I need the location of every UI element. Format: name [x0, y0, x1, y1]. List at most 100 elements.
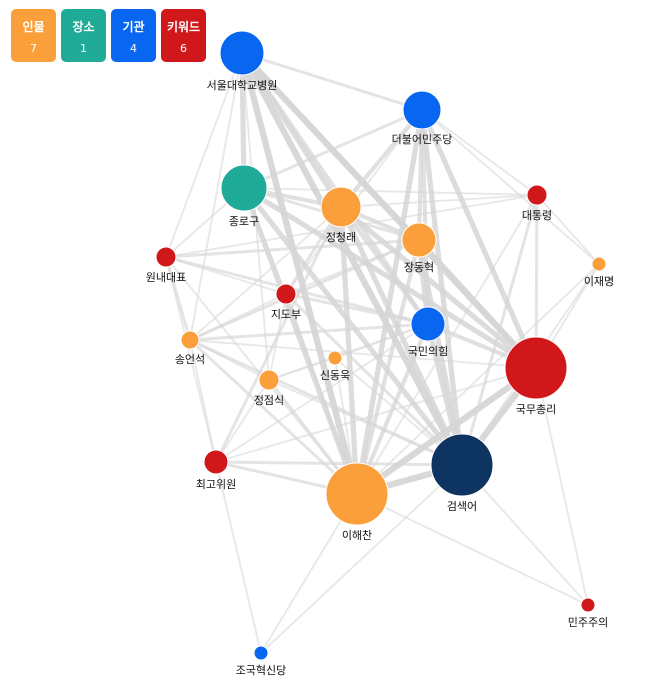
edge-minjoo-lhc	[354, 109, 425, 495]
node-label: 이재명	[584, 275, 614, 288]
edge-ljm-lhc	[356, 263, 600, 495]
node-floor[interactable]: 원내대표	[146, 246, 186, 284]
legend-count: 7	[30, 42, 37, 55]
node-sus[interactable]: 송언석	[175, 330, 205, 366]
node-label: 서울대학교병원	[207, 79, 278, 92]
legend-count: 6	[180, 42, 187, 55]
edge-sus-lhc	[188, 338, 359, 496]
legend-label: 기관	[122, 20, 145, 34]
edge-supreme-search	[215, 460, 463, 467]
edge-jcr-sus	[189, 206, 342, 341]
node-circle[interactable]	[402, 90, 442, 130]
edge-jdh-floor	[165, 238, 420, 259]
node-ljm[interactable]: 이재명	[584, 256, 614, 288]
edge-jdh-sus	[189, 238, 420, 342]
edge-supreme-rebuild	[215, 461, 262, 654]
edge-seoulhosp-minjoo	[241, 51, 423, 112]
legend-org[interactable]: 기관 4	[111, 9, 156, 62]
node-label: 민주주의	[568, 616, 608, 629]
node-seoulhosp[interactable]: 서울대학교병원	[207, 30, 278, 92]
node-supreme[interactable]: 최고위원	[196, 449, 236, 491]
node-label: 정청래	[326, 231, 356, 244]
edge-jongno-president	[243, 187, 538, 196]
edge-jongno-pm	[242, 185, 538, 371]
node-label: 국무총리	[516, 403, 556, 416]
node-lhc[interactable]: 이해찬	[325, 462, 389, 542]
edge-jjs-supreme	[215, 379, 270, 463]
node-circle[interactable]	[219, 30, 265, 76]
edge-pm-democracy	[535, 367, 589, 606]
node-circle[interactable]	[591, 256, 607, 272]
node-circle[interactable]	[580, 597, 596, 613]
node-label: 송언석	[175, 353, 205, 366]
node-circle[interactable]	[220, 164, 268, 212]
node-jcr[interactable]: 정청래	[320, 186, 362, 244]
edge-jongno-search	[241, 186, 465, 467]
node-circle[interactable]	[155, 246, 177, 268]
node-label: 대통령	[522, 209, 552, 222]
edge-president-lhc	[356, 194, 538, 495]
edge-jcr-pm	[339, 204, 538, 371]
node-label: 조국혁신당	[236, 664, 287, 677]
node-circle[interactable]	[526, 184, 548, 206]
node-circle[interactable]	[180, 330, 200, 350]
node-sdw[interactable]: 신동욱	[320, 350, 350, 382]
node-label: 더불어민주당	[392, 133, 453, 146]
edge-jdh-lhc	[355, 239, 421, 495]
edge-pm-supreme	[215, 367, 537, 463]
edge-floor-ppp	[165, 255, 429, 326]
node-circle[interactable]	[401, 222, 437, 258]
edge-pm-lhc	[355, 365, 538, 497]
node-label: 최고위원	[196, 478, 236, 491]
edge-minjoo-pm	[419, 108, 539, 370]
node-rebuild[interactable]: 조국혁신당	[236, 645, 287, 677]
edge-leaders-ppp	[285, 292, 429, 326]
node-jdh[interactable]: 장동혁	[401, 222, 437, 274]
node-jjs[interactable]: 정점식	[254, 369, 284, 407]
edge-sus-supreme	[189, 339, 217, 463]
edge-sdw-jjs	[268, 357, 336, 381]
node-minjoo[interactable]: 더불어민주당	[392, 90, 453, 146]
node-circle[interactable]	[275, 283, 297, 305]
edge-minjoo-ljm	[421, 109, 600, 265]
node-ppp[interactable]: 국민의힘	[408, 306, 448, 358]
edge-minjoo-jongno	[243, 108, 423, 190]
node-leaders[interactable]: 지도부	[271, 283, 301, 321]
legend-count: 4	[130, 42, 137, 55]
node-circle[interactable]	[325, 462, 389, 526]
node-circle[interactable]	[203, 449, 229, 475]
edge-search-rebuild	[260, 464, 463, 654]
node-circle[interactable]	[327, 350, 343, 366]
node-jongno[interactable]: 종로구	[220, 164, 268, 228]
edge-leaders-sus	[189, 293, 287, 341]
node-label: 원내대표	[146, 271, 186, 284]
node-label: 국민의힘	[408, 345, 448, 358]
edge-seoulhosp-jdh	[240, 51, 421, 242]
node-circle[interactable]	[430, 433, 494, 497]
edge-ppp-supreme	[215, 323, 429, 463]
node-pm[interactable]: 국무총리	[504, 336, 568, 416]
edge-jcr-search	[338, 205, 465, 467]
node-circle[interactable]	[504, 336, 568, 400]
node-search[interactable]: 검색어	[430, 433, 494, 513]
edge-floor-supreme	[165, 256, 217, 463]
edge-jcr-ppp	[339, 205, 430, 326]
edge-leaders-search	[284, 292, 464, 467]
edge-seoulhosp-search	[239, 51, 465, 467]
edge-seoulhosp-floor	[165, 52, 243, 258]
edge-minjoo-president	[421, 109, 538, 196]
node-circle[interactable]	[320, 186, 362, 228]
node-circle[interactable]	[258, 369, 280, 391]
node-circle[interactable]	[253, 645, 269, 661]
node-democracy[interactable]: 민주주의	[568, 597, 608, 629]
edge-seoulhosp-sus	[189, 52, 243, 341]
node-president[interactable]: 대통령	[522, 184, 552, 222]
node-label: 신동욱	[320, 369, 350, 382]
node-circle[interactable]	[410, 306, 446, 342]
